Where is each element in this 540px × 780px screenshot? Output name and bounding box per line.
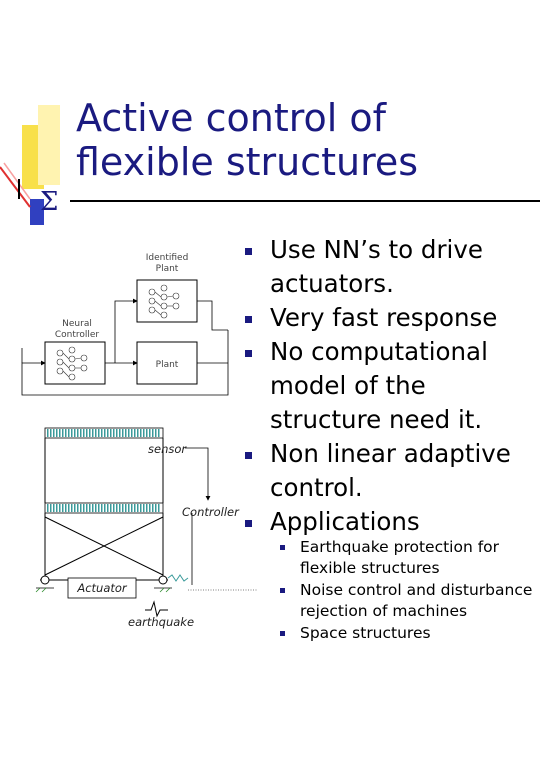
structure-frame: [35, 427, 258, 618]
bullet-square-icon: [245, 316, 252, 323]
bullet-item: Applications: [245, 505, 535, 539]
bullet-square-icon: [245, 452, 252, 459]
earthquake-label: earthquake: [128, 615, 194, 629]
actuator-label: Actuator: [76, 581, 128, 595]
bullet-item: Non linear adaptive control.: [245, 437, 535, 505]
actuator-box: [67, 577, 137, 599]
title-line-2: flexible structures: [76, 140, 419, 184]
sigma-logo-icon: Σ: [0, 105, 60, 225]
sub-bullet-square-icon: [280, 588, 285, 593]
bullet-item: No computational model of the structure …: [245, 335, 535, 437]
slide-title: Active control of flexible structures: [76, 96, 526, 184]
neural-controller-network: [56, 346, 88, 381]
logo-sigma-text: Σ: [40, 187, 58, 217]
sub-bullet-square-icon: [280, 631, 285, 636]
plant-label: Plant: [156, 360, 179, 370]
bullet-item: Use NN’s to drive actuators.: [245, 233, 535, 301]
sub-bullet-item: Noise control and disturbance rejection …: [280, 580, 535, 621]
controller-label: Controller: [182, 505, 240, 519]
identified-plant-network: [148, 284, 180, 319]
neural-controller-label-2: Controller: [55, 330, 100, 340]
bullet-square-icon: [245, 350, 252, 357]
bullet-square-icon: [245, 248, 252, 255]
identified-plant-label-2: Plant: [156, 264, 179, 274]
damper-spring-icon: [167, 574, 189, 582]
sub-bullet-list: Earthquake protection for flexible struc…: [280, 537, 535, 646]
sensor-label: sensor: [148, 442, 187, 456]
bullet-square-icon: [245, 520, 252, 527]
control-diagram: Identified Plant Neural Controller Plant: [21, 253, 258, 629]
title-line-1: Active control of: [76, 96, 387, 140]
main-bullet-list: Use NN’s to drive actuators. Very fast r…: [245, 233, 535, 539]
identified-plant-label-1: Identified: [146, 253, 189, 263]
bullet-item: Very fast response: [245, 301, 535, 335]
sub-bullet-square-icon: [280, 545, 285, 550]
plant-box: [136, 341, 198, 385]
title-divider: [70, 200, 540, 202]
earthquake-wave-icon: [145, 600, 168, 618]
sub-bullet-item: Earthquake protection for flexible struc…: [280, 537, 535, 578]
sub-bullet-item: Space structures: [280, 623, 535, 644]
neural-controller-label-1: Neural: [62, 319, 92, 329]
